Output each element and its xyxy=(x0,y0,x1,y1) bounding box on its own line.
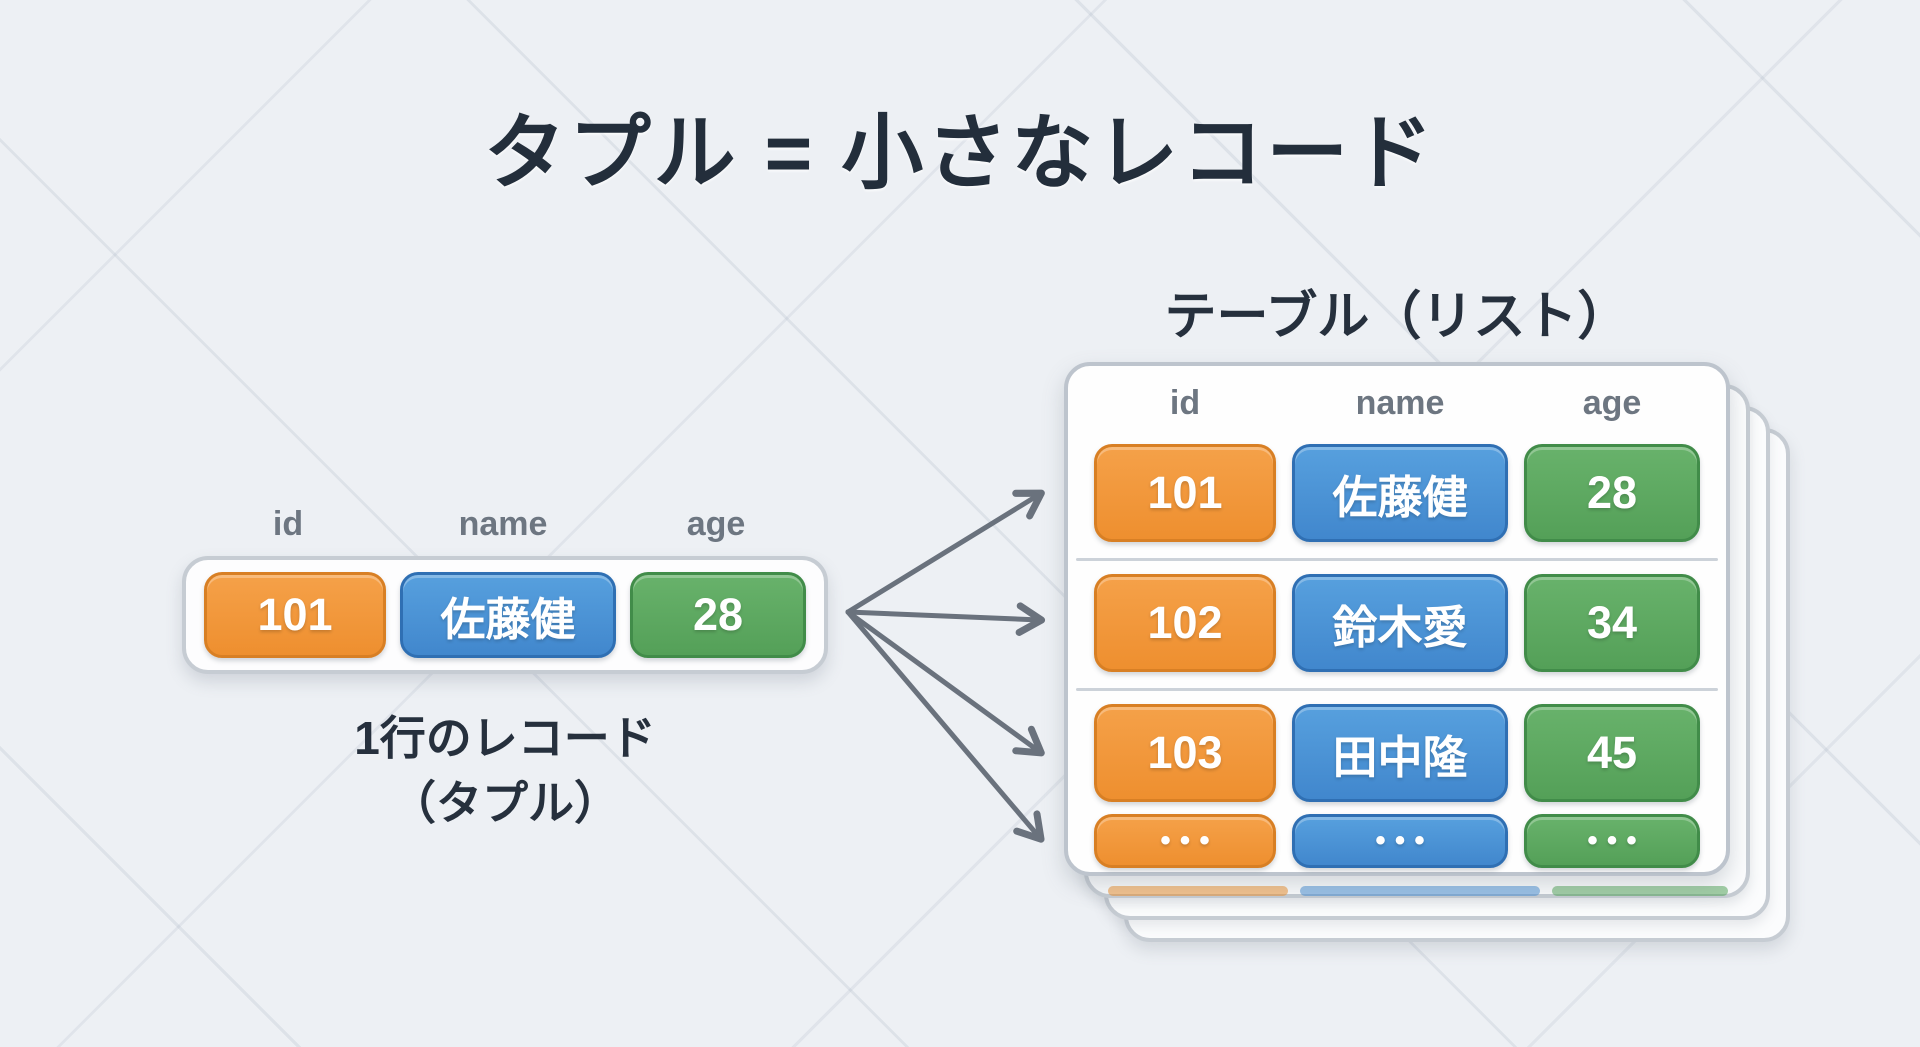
row-divider xyxy=(1076,688,1718,691)
record-name-value: 佐藤健 xyxy=(440,593,576,645)
cell-pill-id: ••• xyxy=(1094,814,1276,868)
cell-value: 佐藤健 xyxy=(1332,471,1468,523)
table-header-row: id name age xyxy=(1068,382,1726,424)
cell-pill-age: ••• xyxy=(1524,814,1700,868)
cell-pill-age: 28 xyxy=(1524,444,1700,542)
table-row: 101 佐藤健 28 xyxy=(1068,444,1726,542)
table-card: id name age 101 佐藤健 28 102 鈴木愛 34 103 田中… xyxy=(1064,362,1730,876)
table-row: 102 鈴木愛 34 xyxy=(1068,574,1726,672)
cell-value: 田中隆 xyxy=(1332,731,1468,783)
table-column-label-name: name xyxy=(1355,383,1445,422)
hidden-row-sliver-green xyxy=(1552,886,1728,896)
cell-value: 鈴木愛 xyxy=(1332,601,1468,653)
cell-pill-name: ••• xyxy=(1292,814,1508,868)
cell-pill-id: 103 xyxy=(1094,704,1276,802)
record-caption-line2: （タプル） xyxy=(390,777,620,830)
cell-value: 102 xyxy=(1147,597,1223,648)
cell-pill-id: 102 xyxy=(1094,574,1276,672)
record-id-value: 101 xyxy=(257,589,333,640)
arrow-to-row-1 xyxy=(845,489,1045,615)
table-title: テーブル（リスト） xyxy=(1164,288,1630,346)
arrow-to-row-3 xyxy=(845,609,1045,757)
cell-pill-age: 34 xyxy=(1524,574,1700,672)
hidden-row-sliver-blue xyxy=(1300,886,1540,896)
cell-value: ••• xyxy=(1375,824,1434,857)
table-row: 103 田中隆 45 xyxy=(1068,704,1726,802)
record-caption-line1: 1行のレコード xyxy=(354,712,656,764)
page-title: タプル = 小さなレコード xyxy=(483,108,1437,199)
record-caption: 1行のレコード （タプル） xyxy=(182,706,828,837)
cell-value: 28 xyxy=(1586,467,1638,518)
record-column-label-name: name xyxy=(458,505,548,543)
record-pill-age: 28 xyxy=(630,572,806,658)
table-row-ellipsis: ••• ••• ••• xyxy=(1068,814,1726,868)
cell-value: ••• xyxy=(1160,824,1219,857)
cell-pill-age: 45 xyxy=(1524,704,1700,802)
cell-pill-name: 鈴木愛 xyxy=(1292,574,1508,672)
cell-value: 103 xyxy=(1147,727,1223,778)
hidden-row-sliver-orange xyxy=(1108,886,1288,896)
cell-value: ••• xyxy=(1587,824,1646,857)
table-card-stack: id name age 101 佐藤健 28 102 鈴木愛 34 103 田中… xyxy=(1064,362,1790,942)
tuple-record: 101 佐藤健 28 xyxy=(182,556,828,674)
record-pill-id: 101 xyxy=(204,572,386,658)
cell-value: 34 xyxy=(1586,597,1638,648)
record-age-value: 28 xyxy=(692,589,744,640)
table-column-label-id: id xyxy=(1169,383,1201,422)
record-column-label-id: id xyxy=(272,505,304,543)
cell-pill-name: 田中隆 xyxy=(1292,704,1508,802)
row-divider xyxy=(1076,558,1718,561)
arrow-to-row-2 xyxy=(845,602,1046,636)
record-column-label-age: age xyxy=(686,505,746,543)
cell-value: 101 xyxy=(1147,467,1223,518)
table-column-label-age: age xyxy=(1582,383,1642,422)
cell-pill-name: 佐藤健 xyxy=(1292,444,1508,542)
cell-value: 45 xyxy=(1586,727,1638,778)
cell-pill-id: 101 xyxy=(1094,444,1276,542)
record-pill-name: 佐藤健 xyxy=(400,572,616,658)
arrow-to-row-4 xyxy=(845,609,1045,843)
